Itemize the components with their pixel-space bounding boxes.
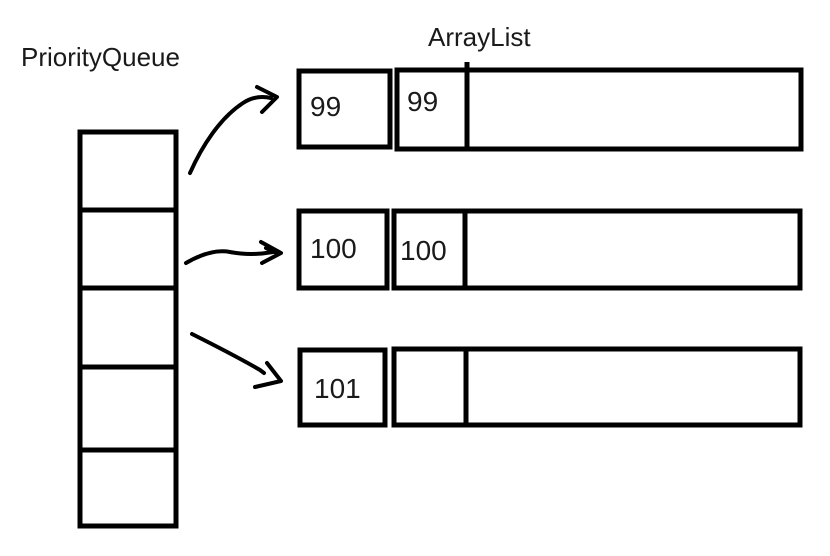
arrow-to-list-101-icon <box>190 332 283 389</box>
array-list-101-body-box <box>391 346 803 428</box>
array-list-101-head-value: 101 <box>314 373 361 404</box>
array-list-99-head-value: 99 <box>310 91 342 122</box>
priority-queue-cell <box>77 285 179 370</box>
array-list-100-head-box <box>296 208 390 291</box>
priority-queue-cell <box>77 364 179 453</box>
array-list-101 <box>297 346 803 428</box>
array-list-label: ArrayList <box>428 22 531 52</box>
array-list-101-head-box <box>297 347 388 428</box>
arrow-to-list-100-icon <box>184 240 283 265</box>
array-list-100 <box>296 208 803 291</box>
priority-queue-stack <box>77 129 179 529</box>
priority-queue-cell <box>77 447 179 529</box>
array-list-100-head-value: 100 <box>310 233 357 264</box>
priority-queue-cell <box>77 207 179 291</box>
array-list-99-body-box <box>394 67 804 152</box>
array-list-100-body-box <box>391 208 803 291</box>
priority-queue-cell <box>77 129 179 213</box>
array-list-100-slot0-value: 100 <box>400 235 447 266</box>
array-list-99 <box>296 62 804 152</box>
priority-queue-label: PriorityQueue <box>21 42 180 72</box>
array-list-99-head-box <box>296 68 393 150</box>
array-list-99-slot0-value: 99 <box>407 86 439 117</box>
arrow-to-list-99-icon <box>188 85 279 175</box>
